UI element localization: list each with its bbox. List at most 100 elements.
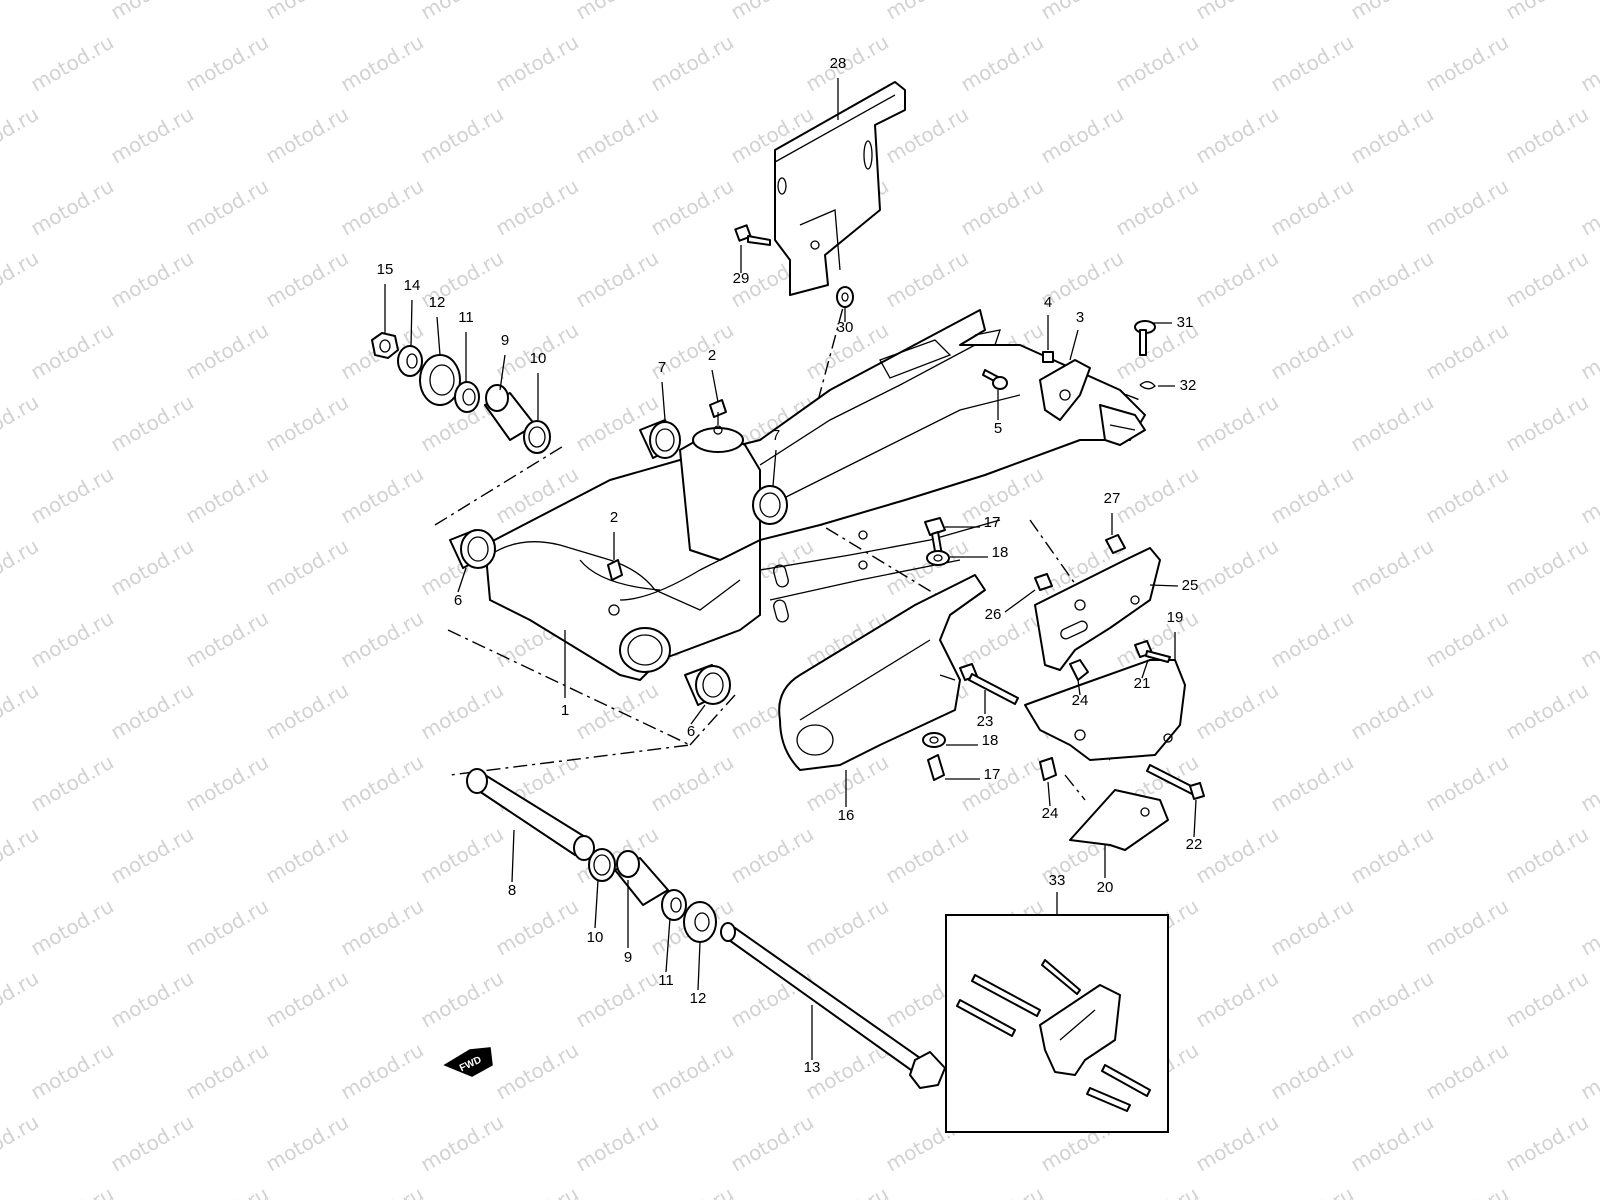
plate-25 — [1034, 547, 1161, 671]
plate-19 — [1024, 659, 1186, 761]
watermark-text: motod.ru — [261, 246, 352, 313]
callout-label: 6 — [454, 592, 462, 609]
watermark-text: motod.ru — [181, 30, 272, 97]
callout-label: 11 — [458, 309, 474, 326]
watermark-text: motod.ru — [491, 894, 582, 961]
watermark-text: motod.ru — [416, 102, 507, 169]
watermark-text: motod.ru — [0, 678, 43, 745]
watermark-text: motod.ru — [416, 678, 507, 745]
bolt-22 — [1146, 764, 1205, 800]
watermark-text: motod.ru — [1576, 1038, 1600, 1105]
watermark-text: motod.ru — [1421, 462, 1512, 529]
watermark-text: motod.ru — [646, 750, 737, 817]
watermark-text: motod.ru — [1191, 822, 1282, 889]
watermark-text: motod.ru — [106, 246, 197, 313]
callout-label: 1 — [561, 702, 569, 719]
watermark-text: motod.ru — [881, 822, 972, 889]
watermark-text: motod.ru — [1501, 822, 1592, 889]
watermark-text: motod.ru — [1576, 750, 1600, 817]
callout-label: 12 — [429, 294, 446, 311]
watermark-text: motod.ru — [1191, 246, 1282, 313]
watermark-text: motod.ru — [416, 0, 507, 24]
clip-32 — [1139, 381, 1156, 390]
watermark-text: motod.ru — [336, 894, 427, 961]
callout-6a: 6 — [454, 567, 467, 609]
watermark-text: motod.ru — [181, 750, 272, 817]
callout-17a: 17 — [945, 514, 1000, 531]
callout-7b: 7 — [772, 427, 780, 487]
callout-17b: 17 — [945, 766, 1000, 783]
kit-box-label: 33 — [1049, 872, 1066, 889]
callout-31: 31 — [1152, 314, 1193, 331]
watermark-text: motod.ru — [1191, 534, 1282, 601]
watermark-text: motod.ru — [1421, 894, 1512, 961]
watermark-text: motod.ru — [336, 1182, 427, 1200]
watermark-text: motod.ru — [106, 102, 197, 169]
watermark-text: motod.ru — [801, 1182, 892, 1200]
watermark-text: motod.ru — [1266, 174, 1357, 241]
watermark-text: motod.ru — [181, 1182, 272, 1200]
chain-slider-16 — [778, 574, 986, 771]
watermark-text: motod.ru — [26, 894, 117, 961]
watermark-text: motod.ru — [0, 822, 43, 889]
watermark-text: motod.ru — [1421, 30, 1512, 97]
watermark-text: motod.ru — [956, 606, 1047, 673]
callout-8: 8 — [508, 829, 516, 899]
watermark-text: motod.ru — [1576, 606, 1600, 673]
watermark-text: motod.ru — [261, 1110, 352, 1177]
watermark-text: motod.ru — [1266, 894, 1357, 961]
bolt-5 — [982, 369, 1008, 390]
callout-label: 7 — [772, 427, 780, 444]
callout-label: 11 — [658, 972, 674, 989]
callout-label: 3 — [1076, 309, 1084, 326]
watermark-text: motod.ru — [1501, 0, 1592, 24]
callout-leader — [690, 704, 706, 725]
callout-9a: 9 — [499, 332, 509, 391]
watermark-text: motod.ru — [261, 390, 352, 457]
watermark-text: motod.ru — [1111, 30, 1202, 97]
watermark-text: motod.ru — [1501, 966, 1592, 1033]
watermark-text: motod.ru — [1036, 0, 1127, 24]
bearing-7-upper — [639, 419, 681, 459]
grease-nipple-2-lower — [607, 559, 623, 616]
watermark-text: motod.ru — [1421, 174, 1512, 241]
watermark-text: motod.ru — [1191, 1110, 1282, 1177]
callout-leader — [594, 879, 599, 929]
watermark-text: motod.ru — [0, 390, 43, 457]
seal-12-lower — [683, 901, 717, 943]
callout-label: 23 — [977, 713, 994, 730]
watermark-text: motod.ru — [26, 462, 117, 529]
watermark-text: motod.ru — [106, 1110, 197, 1177]
watermark-text: motod.ru — [1346, 534, 1437, 601]
callout-label: 16 — [838, 807, 855, 824]
callout-22: 22 — [1186, 799, 1202, 853]
callout-29: 29 — [733, 245, 749, 287]
callout-19: 19 — [1167, 609, 1183, 660]
bearing-6-left — [449, 529, 496, 569]
callout-label: 18 — [982, 732, 999, 749]
watermark-text: motod.ru — [646, 30, 737, 97]
watermark-text: motod.ru — [1576, 30, 1600, 97]
watermark-text: motod.ru — [336, 462, 427, 529]
callout-10b: 10 — [587, 879, 603, 946]
seal-12 — [419, 354, 461, 406]
watermark-text: motod.ru — [491, 1038, 582, 1105]
watermark-text: motod.ru — [1346, 246, 1437, 313]
watermark-text: motod.ru — [1111, 174, 1202, 241]
watermark-text: motod.ru — [956, 750, 1047, 817]
watermark-text: motod.ru — [571, 102, 662, 169]
bolt-21 — [1134, 640, 1171, 663]
watermark-text: motod.ru — [1421, 1038, 1512, 1105]
watermark-text: motod.ru — [336, 174, 427, 241]
callout-20: 20 — [1097, 845, 1113, 896]
watermark-text: motod.ru — [726, 0, 817, 24]
callout-9b: 9 — [624, 880, 632, 966]
watermark-text: motod.ru — [571, 1110, 662, 1177]
watermark-text: motod.ru — [1576, 462, 1600, 529]
watermark-text: motod.ru — [1346, 678, 1437, 745]
watermark-text: motod.ru — [1576, 318, 1600, 385]
callout-label: 9 — [624, 949, 632, 966]
callout-leader — [436, 316, 441, 356]
callout-13: 13 — [804, 1005, 820, 1076]
